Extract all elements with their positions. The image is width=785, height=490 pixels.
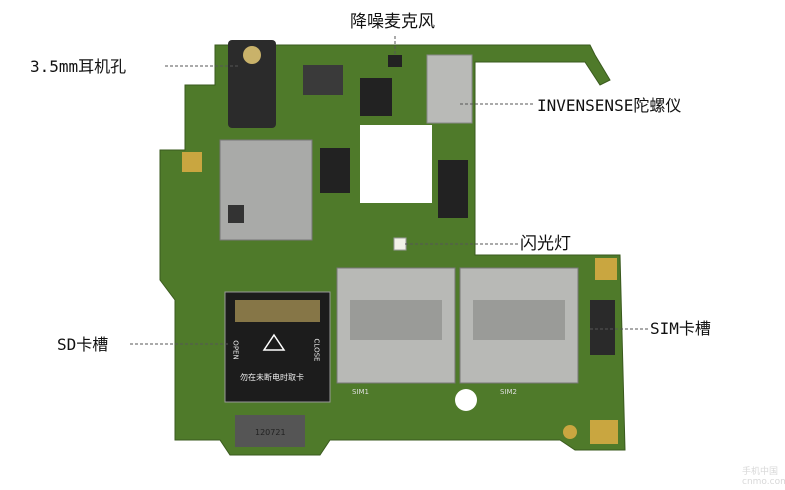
camera-cutout [360,125,432,203]
label-sim-slot: SIM卡槽 [650,319,711,338]
chip-code-print: 120721 [255,428,286,437]
label-sd-slot: SD卡槽 [57,335,109,354]
label-headphone-jack: 3.5mm耳机孔 [30,57,127,76]
bottom-connector [235,415,305,447]
gyro-shield [426,54,473,124]
flash-led [393,237,407,251]
microphone [388,55,402,67]
watermark: 手机中国 cnmo.com [742,467,785,487]
label-gyroscope: INVENSENSE陀螺仪 [537,96,682,115]
label-flash: 闪光灯 [520,234,571,254]
metal-shield [219,139,313,241]
headphone-jack [228,40,276,128]
close-print: CLOSE [312,338,321,362]
sim2-print: SIM2 [500,388,518,396]
label-noise-cancel-mic: 降噪麦克风 [350,12,435,32]
sd-warning-print: 勿在未断电时取卡 [240,373,304,382]
sim1-print: SIM1 [352,388,370,396]
open-print: OPEN [231,340,240,360]
